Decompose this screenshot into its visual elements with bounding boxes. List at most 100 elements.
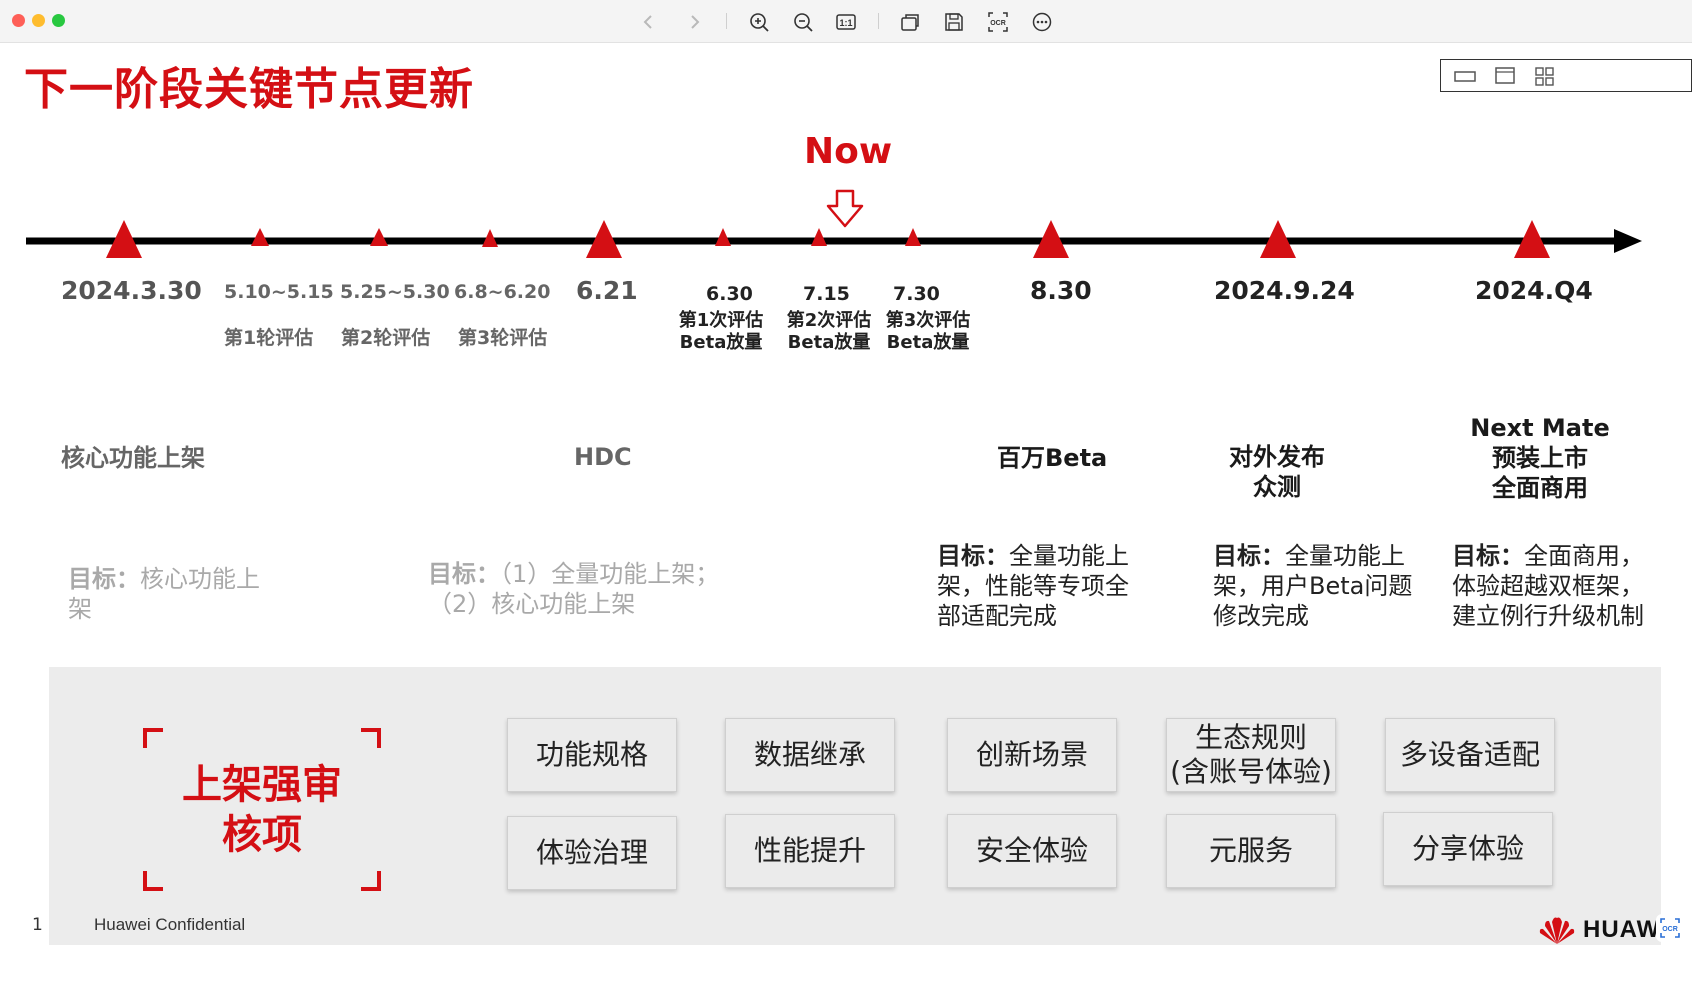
milestone-marker-small xyxy=(370,228,388,246)
review-item: 安全体验 xyxy=(947,814,1117,888)
huawei-flower-icon xyxy=(1539,917,1575,944)
goal-text: 全面商用， xyxy=(1524,542,1644,570)
milestone-line: 众测 xyxy=(1253,473,1301,501)
goal-text: 建立例行升级机制 xyxy=(1452,602,1644,630)
corner-bracket xyxy=(143,871,163,891)
timeline-date: 2024.Q4 xyxy=(1475,276,1593,305)
svg-text:OCR: OCR xyxy=(990,20,1006,27)
brand-wordmark: HUAW xyxy=(1583,915,1661,943)
timeline-date: 2024.3.30 xyxy=(61,276,202,305)
goal-label: 目标： xyxy=(1213,542,1285,570)
milestone-line: 全面商用 xyxy=(1492,474,1588,502)
ocr-floating-button[interactable]: OCR xyxy=(1656,914,1684,942)
now-arrow-icon xyxy=(826,189,864,228)
rotate-icon xyxy=(901,14,919,31)
milestone-marker-large xyxy=(106,220,142,258)
milestone-title: 对外发布 众测 xyxy=(1226,442,1328,502)
review-item: 功能规格 xyxy=(507,718,677,792)
more-options-button[interactable] xyxy=(1029,9,1055,35)
phase-line: 第1次评估 xyxy=(678,310,764,331)
milestone-line: 预装上市 xyxy=(1492,444,1588,472)
review-item: 元服务 xyxy=(1166,814,1336,888)
milestone-line: 对外发布 xyxy=(1229,443,1325,471)
timeline-date: 5.10~5.15 xyxy=(224,281,334,303)
milestone-marker-large xyxy=(586,220,622,258)
ocr-icon: OCR xyxy=(988,12,1008,32)
save-button[interactable] xyxy=(941,9,967,35)
goal-label: 目标： xyxy=(1452,542,1524,570)
evaluation-phase: 第3轮评估 xyxy=(458,327,548,349)
timeline-date: 6.21 xyxy=(576,276,638,305)
timeline-date: 5.25~5.30 xyxy=(340,281,450,303)
review-title: 上架强审 核项 xyxy=(182,760,342,860)
slide-title: 下一阶段关键节点更新 xyxy=(24,64,474,115)
now-label: Now xyxy=(804,131,893,172)
goal-text: 架 xyxy=(68,595,92,623)
grid-view-button[interactable] xyxy=(1531,65,1559,87)
view-mode-switcher xyxy=(1440,59,1692,92)
review-item: 体验治理 xyxy=(507,816,677,890)
goal-text: 部适配完成 xyxy=(937,602,1057,630)
timeline-graphic xyxy=(26,189,1642,258)
zoom-out-button[interactable] xyxy=(790,9,816,35)
review-item: 性能提升 xyxy=(725,814,895,888)
page-view-button[interactable] xyxy=(1491,65,1519,87)
save-icon xyxy=(945,13,963,31)
review-item: 数据继承 xyxy=(725,718,895,792)
review-item-line: 生态规则 xyxy=(1194,721,1307,754)
toolbar-divider xyxy=(726,13,727,29)
phase-line: Beta放量 xyxy=(886,332,970,353)
huawei-logo: HUAW xyxy=(1537,911,1692,948)
beta-evaluation-phase: 第3次评估 Beta放量 xyxy=(884,310,972,354)
grid-view-icon xyxy=(1535,66,1554,86)
window-titlebar: 1:1 OCR xyxy=(0,0,1692,43)
goal-text: 核心功能上 xyxy=(140,565,260,593)
corner-bracket xyxy=(361,871,381,891)
review-title-line: 上架强审 xyxy=(182,761,342,808)
milestone-goal: 目标：（1）全量功能上架； （2）核心功能上架 xyxy=(428,559,768,619)
zoom-in-icon xyxy=(750,13,769,32)
timeline-date: 2024.9.24 xyxy=(1214,276,1355,305)
zoom-out-icon xyxy=(794,13,813,32)
evaluation-phase: 第1轮评估 xyxy=(224,327,314,349)
zoom-window-button[interactable] xyxy=(52,14,65,27)
phase-line: 第3次评估 xyxy=(885,310,971,331)
toolbar-divider xyxy=(878,13,879,29)
minimize-window-button[interactable] xyxy=(32,14,45,27)
milestone-marker-small xyxy=(905,228,921,246)
review-item-line: (含账号体验) xyxy=(1170,755,1332,788)
close-window-button[interactable] xyxy=(12,14,25,27)
milestone-goal: 目标：全面商用， 体验超越双框架， 建立例行升级机制 xyxy=(1452,541,1682,631)
actual-size-button[interactable]: 1:1 xyxy=(833,9,859,35)
goal-text: （1）全量功能上架； xyxy=(500,560,720,588)
ocr-button[interactable]: OCR xyxy=(985,9,1011,35)
back-button[interactable] xyxy=(636,9,662,35)
timeline-date: 7.30 xyxy=(893,283,940,305)
timeline-date: 6.30 xyxy=(706,283,753,305)
milestone-marker-large xyxy=(1260,220,1296,258)
timeline-date: 7.15 xyxy=(803,283,850,305)
milestone-marker-large xyxy=(1033,220,1069,258)
single-page-view-button[interactable] xyxy=(1451,65,1479,87)
goal-label: 目标： xyxy=(937,542,1009,570)
page-number: 1 xyxy=(32,915,43,935)
milestone-title: HDC xyxy=(574,443,632,471)
timeline-date: 6.8~6.20 xyxy=(454,281,551,303)
milestone-marker-large xyxy=(1514,220,1550,258)
goal-text: （2）核心功能上架 xyxy=(428,590,636,618)
milestone-marker-small xyxy=(715,228,731,246)
review-item: 生态规则 (含账号体验) xyxy=(1166,718,1336,792)
goal-text: 全量功能上 xyxy=(1009,542,1129,570)
corner-bracket xyxy=(143,728,163,748)
forward-button[interactable] xyxy=(681,9,707,35)
beta-evaluation-phase: 第2次评估 Beta放量 xyxy=(785,310,873,354)
milestone-title: 百万Beta xyxy=(997,444,1108,472)
forward-icon xyxy=(691,15,700,29)
milestone-marker-small xyxy=(251,228,269,246)
milestone-marker-small xyxy=(811,228,827,246)
rotate-button[interactable] xyxy=(897,9,923,35)
page-view-icon xyxy=(1495,66,1515,84)
milestone-line: Next Mate xyxy=(1470,414,1610,442)
zoom-in-button[interactable] xyxy=(746,9,772,35)
confidential-label: Huawei Confidential xyxy=(94,915,246,934)
